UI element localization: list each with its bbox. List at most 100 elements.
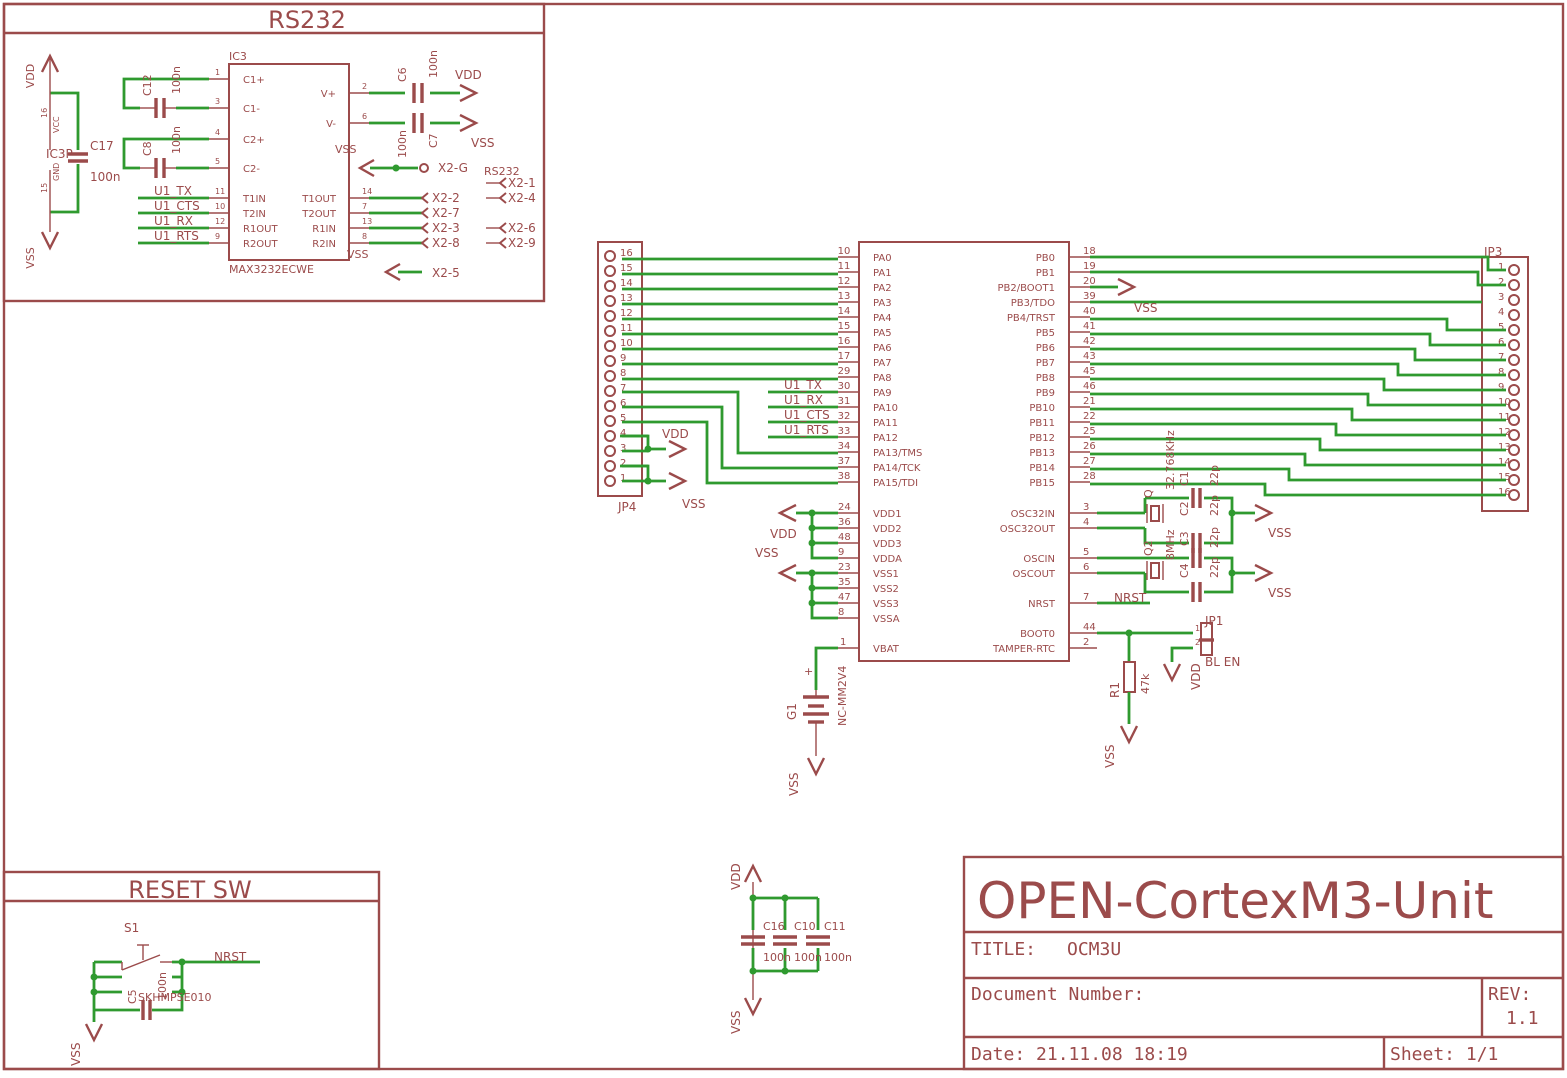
mcu-pin-name: VSSA (873, 614, 900, 625)
s1-name: S1 (124, 921, 139, 935)
revision-value: 1.1 (1506, 1008, 1539, 1029)
mcu-pin-number: 4 (1083, 517, 1089, 528)
q1-name: Q (1142, 489, 1155, 498)
ic3-gnd-pin: 15 (40, 183, 49, 193)
r1-name: R1 (1108, 682, 1122, 698)
mcu-pin-number: 38 (838, 471, 851, 482)
jp3-pin-number: 12 (1498, 427, 1511, 438)
c6-value: 100n (427, 50, 440, 78)
battery-plus: + (804, 665, 813, 678)
osc1-vss-label: VSS (1268, 526, 1291, 540)
mcu-pin-name: PB10 (1029, 403, 1055, 414)
mcu-pin-number: 36 (838, 517, 851, 528)
rs232-net-label: U1_RTS (154, 229, 199, 243)
mcu-pin-number: 40 (1083, 306, 1096, 317)
mcu-pin-number: 13 (838, 291, 851, 302)
ic3-pin-name: C1+ (243, 75, 265, 86)
ic3-vcc-pin: 16 (40, 108, 49, 118)
rs232-vss-label: VSS (24, 247, 37, 269)
jp4-pin-number: 1 (620, 473, 626, 484)
mcu-pin-number: 31 (838, 396, 851, 407)
jp4-pin-number: 16 (620, 248, 633, 259)
ic3-pin-number: 8 (362, 232, 367, 241)
mcu-pin-name: VSS2 (873, 584, 899, 595)
title-label: TITLE: (971, 939, 1036, 960)
mcu-pin-number: 11 (838, 261, 851, 272)
title-block (962, 855, 1565, 1071)
mcu-pin-name: PB5 (1036, 328, 1055, 339)
c6-name: C6 (396, 67, 409, 82)
c10-name: C10 (794, 920, 816, 933)
rs232-connector-pin: X2-9 (508, 236, 536, 250)
mcu-pin-name: PB15 (1029, 478, 1055, 489)
jp3-pin-number: 14 (1498, 457, 1511, 468)
mcu-pin-name: PA0 (873, 253, 892, 264)
c2-name: C2 (1178, 501, 1191, 516)
ic3-pin-name: C2+ (243, 135, 265, 146)
jp4-pin-number: 9 (620, 353, 626, 364)
c17-value: 100n (90, 170, 121, 184)
r1-value: 47k (1139, 673, 1152, 694)
mcu-pin-number: 32 (838, 411, 851, 422)
mcu-pin-number: 34 (838, 441, 851, 452)
mcu-pin-number: 19 (1083, 261, 1096, 272)
s1-part: SKHMPSE010 (138, 991, 212, 1004)
mcu-pin-name: PA5 (873, 328, 892, 339)
ic3-pin-name: C2- (243, 164, 260, 175)
c10-value: 100n (794, 951, 822, 964)
mcu-pin-name: VSS1 (873, 569, 899, 580)
mcu-stm32: 10PA011PA112PA213PA314PA415PA516PA617PA7… (838, 241, 1097, 662)
mcu-pin-number: 17 (838, 351, 851, 362)
mcu-pin-number: 30 (838, 381, 851, 392)
ic3-pin-name: T1IN (242, 194, 266, 205)
date-label: Date: 21.11.08 18:19 (971, 1044, 1188, 1065)
ic3-pin-number: 1 (215, 68, 220, 77)
mcu-pin-number: 18 (1083, 246, 1096, 257)
project-name: OPEN-CortexM3-Unit (977, 872, 1493, 930)
c4-value: 22p (1208, 557, 1221, 578)
x2-5-label: X2-5 (432, 266, 460, 280)
bus-wiring (622, 255, 1506, 497)
mcu-pin-name: OSCIN (1023, 554, 1055, 565)
q2-name: Q2 (1142, 540, 1155, 556)
ic3-pin-number: 4 (215, 128, 220, 137)
r1-vss-label: VSS (1103, 745, 1117, 768)
mcu-pin-name: VSS3 (873, 599, 899, 610)
rs232-net-label: X2-7 (432, 206, 460, 220)
mcu-pin-number: 29 (838, 366, 851, 377)
reset-nrst-label: NRST (214, 950, 247, 964)
mcu-pin-number: 12 (838, 276, 851, 287)
ic3-gnd-name: GND (52, 163, 61, 181)
ic3-pin-number: 13 (362, 217, 372, 226)
c5-name: C5 (126, 989, 139, 1004)
jp4-vss-label: VSS (682, 497, 705, 511)
rs232-net-label: U1_CTS (154, 199, 200, 213)
bypass-caps (741, 863, 830, 1017)
jp1-vdd-label: VDD (1189, 663, 1203, 690)
mcu-pin-number: 24 (838, 502, 851, 513)
ic3-pin-name: R1OUT (243, 224, 279, 235)
mcu-pin-number: 22 (1083, 411, 1096, 422)
c5-value: 100n (156, 972, 169, 1000)
mcu-pin-name: BOOT0 (1020, 629, 1055, 640)
c4-name: C4 (1178, 563, 1191, 578)
jp3-pin-number: 5 (1498, 322, 1504, 333)
mcu-pin-name: PA10 (873, 403, 898, 414)
uart-net-label: U1_RX (784, 393, 823, 407)
sheet-label: Sheet: 1/1 (1390, 1044, 1498, 1065)
mcu-pin-number: 8 (838, 607, 844, 618)
mcu-pin-number: 20 (1083, 276, 1096, 287)
mcu-power-wiring (777, 503, 838, 777)
bypass-vdd-label: VDD (729, 863, 743, 890)
ic3-pin-name: R2IN (312, 239, 336, 250)
mcu-pin-number: 41 (1083, 321, 1096, 332)
battery-vss-label: VSS (787, 773, 801, 796)
c7-value: 100n (396, 130, 409, 158)
ic3-vss-label: VSS (335, 143, 357, 156)
c8-value: 100n (170, 126, 183, 154)
c16-name: C16 (763, 920, 785, 933)
c12-name: C12 (141, 74, 154, 96)
mcu-pin-number: 10 (838, 246, 851, 257)
ic3-pin-name: V+ (321, 89, 336, 100)
